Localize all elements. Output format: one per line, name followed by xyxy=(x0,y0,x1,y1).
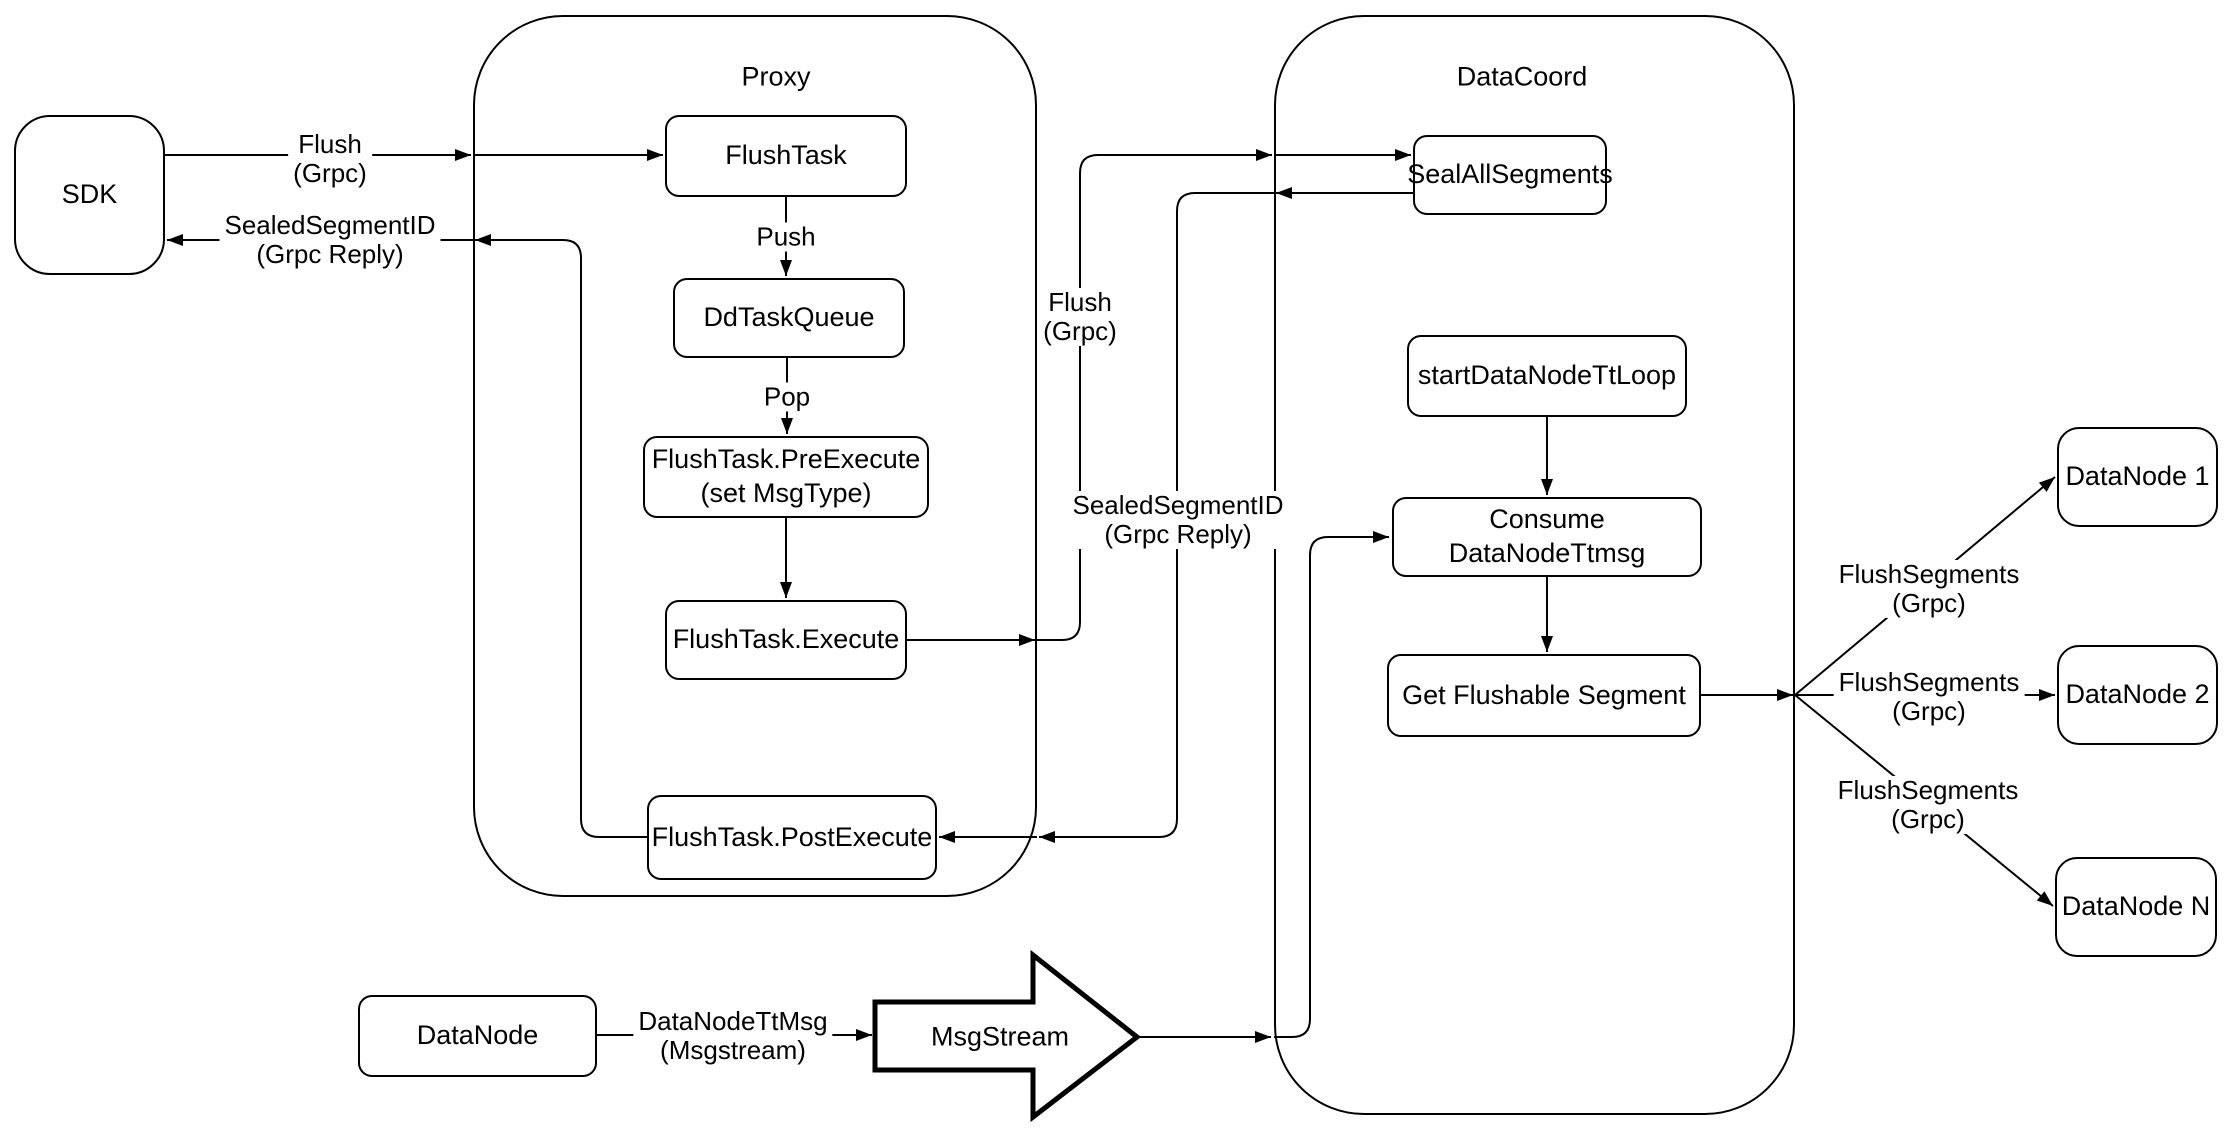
label-sealedsegmentid-mid: SealedSegmentID (Grpc Reply) xyxy=(1067,491,1289,549)
datacoord-container xyxy=(1274,15,1795,1115)
label-sealedsegmentid-sdk: SealedSegmentID (Grpc Reply) xyxy=(219,211,441,269)
datacoord-title: DataCoord xyxy=(1456,61,1588,92)
proxy-container xyxy=(473,15,1037,897)
node-datanode-2: DataNode 2 xyxy=(2057,645,2218,745)
label-flush-grpc-mid: Flush (Grpc) xyxy=(1038,288,1122,346)
label-flushsegments-3: FlushSegments (Grpc) xyxy=(1832,776,2024,834)
label-datanodettmsg: DataNodeTtMsg (Msgstream) xyxy=(633,1007,833,1065)
label-pop: Pop xyxy=(758,382,816,412)
node-get-flushable-segment: Get Flushable Segment xyxy=(1387,654,1701,737)
node-preexecute: FlushTask.PreExecute (set MsgType) xyxy=(643,436,929,518)
node-ddtaskqueue: DdTaskQueue xyxy=(673,278,905,358)
edge-postexecute-to-border xyxy=(475,234,647,838)
node-consume-datanodettmsg: Consume DataNodeTtmsg xyxy=(1392,497,1702,577)
node-datanode-n: DataNode N xyxy=(2055,857,2217,957)
node-sealallsegments: SealAllSegments xyxy=(1407,135,1613,215)
node-startdatanodettloop: startDataNodeTtLoop xyxy=(1407,335,1687,417)
node-execute: FlushTask.Execute xyxy=(665,600,907,680)
label-flushsegments-1: FlushSegments (Grpc) xyxy=(1833,560,2025,618)
node-datanode-1: DataNode 1 xyxy=(2057,427,2218,527)
edge-flush-riser xyxy=(1037,149,1272,641)
msgstream-shape xyxy=(872,949,1142,1123)
label-flush-grpc-sdk: Flush (Grpc) xyxy=(288,130,372,188)
edge-msgstream-riser xyxy=(1274,531,1389,1038)
node-flushtask: FlushTask xyxy=(665,115,907,197)
node-datanode-bottom: DataNode xyxy=(358,995,597,1077)
label-flushsegments-2: FlushSegments (Grpc) xyxy=(1833,668,2025,726)
label-push: Push xyxy=(751,222,821,252)
node-sdk: SDK xyxy=(14,115,165,275)
node-postexecute: FlushTask.PostExecute xyxy=(647,795,937,880)
proxy-title: Proxy xyxy=(741,61,811,92)
msgstream-label: MsgStream xyxy=(930,1021,1070,1052)
